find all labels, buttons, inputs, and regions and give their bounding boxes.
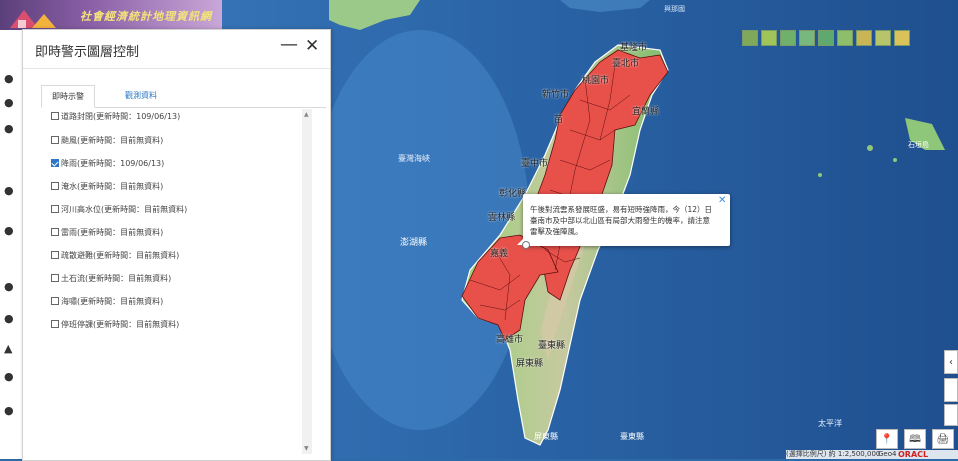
alert-layer-list: 道路封閉(更新時間：109/06/13) 颱風(更新時間：目前無資料) 降雨(更… <box>41 108 313 450</box>
measure-tool-icon[interactable] <box>780 30 796 46</box>
select-tool-icon[interactable] <box>799 30 815 46</box>
alert-popup: 午後對流雲系發展旺盛，易有短時強降雨，今（12）日臺南市及中部以北山區有局部大雨… <box>517 194 730 246</box>
map-label-miaoli: 苗 <box>554 115 564 125</box>
draw-tool-icon[interactable] <box>761 30 777 46</box>
popup-anchor-marker <box>522 241 530 249</box>
left-toolbar: ● ● ● ● ● ● ● ▲ ● ● <box>0 30 22 459</box>
map-label-penghu: 澎湖縣 <box>400 238 428 248</box>
layer-item-work-school-closure[interactable]: 停班停課(更新時間：目前無資料) <box>51 319 179 331</box>
tool-dot-icon[interactable]: ● <box>4 122 14 135</box>
scroll-up-icon[interactable]: ▲ <box>304 111 309 118</box>
chart-tool-icon[interactable] <box>875 30 891 46</box>
map-label-taipei: 臺北市 <box>612 59 640 69</box>
panel-title: 即時警示圖層控制 <box>35 45 140 60</box>
layer-item-debris-flow[interactable]: 土石流(更新時間：目前無資料) <box>51 273 171 285</box>
expand-panel-button[interactable]: ‹ <box>944 350 958 374</box>
minimize-button[interactable]: — <box>280 34 298 55</box>
query-tool-icon[interactable] <box>837 30 853 46</box>
tool-dot-icon[interactable]: ● <box>4 224 14 237</box>
checkbox[interactable] <box>51 205 59 213</box>
side-control-button[interactable] <box>944 378 958 402</box>
edit-tool-icon[interactable] <box>894 30 910 46</box>
tool-dot-icon[interactable]: ● <box>4 280 14 293</box>
layer-item-thunderstorm[interactable]: 雷雨(更新時間：目前無資料) <box>51 227 163 239</box>
map-label-yilan: 宜蘭縣 <box>632 107 660 117</box>
layer-item-river-level[interactable]: 河川高水位(更新時間：目前無資料) <box>51 204 187 216</box>
close-icon[interactable]: ✕ <box>305 36 320 56</box>
tool-dot-icon[interactable]: ● <box>4 184 14 197</box>
alert-region-south <box>461 234 559 341</box>
info-tool-icon[interactable] <box>818 30 834 46</box>
brand-prefix: Geo4 <box>878 450 897 458</box>
map-label-hsinchu: 新竹市 <box>542 90 570 100</box>
oracle-logo: ORACL <box>898 450 929 459</box>
tool-dot-icon[interactable]: ● <box>4 72 14 85</box>
map-label-keelung: 基隆市 <box>620 43 648 53</box>
map-label-ishigaki: 石垣島 <box>908 141 929 149</box>
map-label-yonaguni: 與那國 <box>664 5 685 13</box>
tool-dot-icon[interactable]: ▲ <box>4 342 13 355</box>
layer-item-flood[interactable]: 淹水(更新時間：目前無資料) <box>51 181 163 193</box>
map-label-changhua: 彰化縣 <box>499 189 527 199</box>
checkbox[interactable] <box>51 228 59 236</box>
checkbox[interactable] <box>51 297 59 305</box>
checkbox[interactable] <box>51 251 59 259</box>
map-label-kaohsiung: 高雄市 <box>496 335 524 345</box>
checkbox-checked[interactable] <box>51 159 59 167</box>
star-tool-icon[interactable] <box>856 30 872 46</box>
scale-text[interactable]: (選擇比例尺) 約 1:2,500,000 <box>786 450 881 458</box>
tool-dot-icon[interactable]: ● <box>4 370 14 383</box>
site-banner: 社會經濟統計地理資訊網 <box>0 0 222 30</box>
panel-scrollbar[interactable]: ▲ ▼ <box>302 109 312 454</box>
tab-observation-data[interactable]: 觀測資料 <box>125 91 157 100</box>
checkbox[interactable] <box>51 320 59 328</box>
print-icon[interactable]: 🖨 <box>932 429 954 449</box>
tool-dot-icon[interactable]: ● <box>4 404 14 417</box>
layer-item-road-closure[interactable]: 道路封閉(更新時間：109/06/13) <box>51 111 180 123</box>
divider <box>23 68 330 69</box>
alert-layer-panel: 即時警示圖層控制 — ✕ 即時示警 觀測資料 道路封閉(更新時間：109/06/… <box>22 29 331 461</box>
layer-item-rainfall[interactable]: 降雨(更新時間：109/06/13) <box>51 158 164 170</box>
scroll-down-icon[interactable]: ▼ <box>304 445 309 452</box>
map-label-pingtung: 屏東縣 <box>516 359 544 369</box>
checkbox[interactable] <box>51 136 59 144</box>
site-title: 社會經濟統計地理資訊網 <box>80 10 212 23</box>
map-label-taiwan-strait: 臺灣海峽 <box>398 154 430 163</box>
map-label-yunlin: 雲林縣 <box>488 213 516 223</box>
close-icon[interactable]: ✕ <box>718 195 727 206</box>
layer-item-evacuation[interactable]: 疏散避難(更新時間：目前無資料) <box>51 250 179 262</box>
map-label-pingtung-town: 屏東縣 <box>534 432 558 441</box>
tab-realtime-alert[interactable]: 即時示警 <box>41 85 95 108</box>
map-label-taoyuan: 桃園市 <box>582 76 610 86</box>
panel-tabs: 即時示警 觀測資料 <box>41 85 326 108</box>
side-control-button[interactable] <box>944 404 958 426</box>
map-label-taidong-town: 臺東縣 <box>620 432 644 441</box>
layer-tool-icon[interactable] <box>742 30 758 46</box>
checkbox[interactable] <box>51 274 59 282</box>
location-pin-icon[interactable]: 📍 <box>876 429 898 449</box>
book-icon[interactable]: 🕮 <box>904 429 926 449</box>
layer-item-tsunami[interactable]: 海嘯(更新時間：目前無資料) <box>51 296 163 308</box>
checkbox[interactable] <box>51 182 59 190</box>
map-label-pacific: 太平洋 <box>818 419 842 428</box>
tool-dot-icon[interactable]: ● <box>4 312 14 325</box>
popup-message: 午後對流雲系發展旺盛，易有短時強降雨，今（12）日臺南市及中部以北山區有局部大雨… <box>530 205 713 236</box>
house-logo-icon <box>10 10 56 28</box>
layer-item-typhoon[interactable]: 颱風(更新時間：目前無資料) <box>51 135 163 147</box>
map-label-taichung: 臺中市 <box>521 159 549 169</box>
tool-dot-icon[interactable]: ● <box>4 96 14 109</box>
checkbox[interactable] <box>51 112 59 120</box>
map-label-taitung: 臺東縣 <box>538 341 566 351</box>
map-label-chiayi: 嘉義 <box>490 249 509 259</box>
scale-status-bar: (選擇比例尺) 約 1:2,500,000 Geo4 ORACL <box>786 450 958 459</box>
